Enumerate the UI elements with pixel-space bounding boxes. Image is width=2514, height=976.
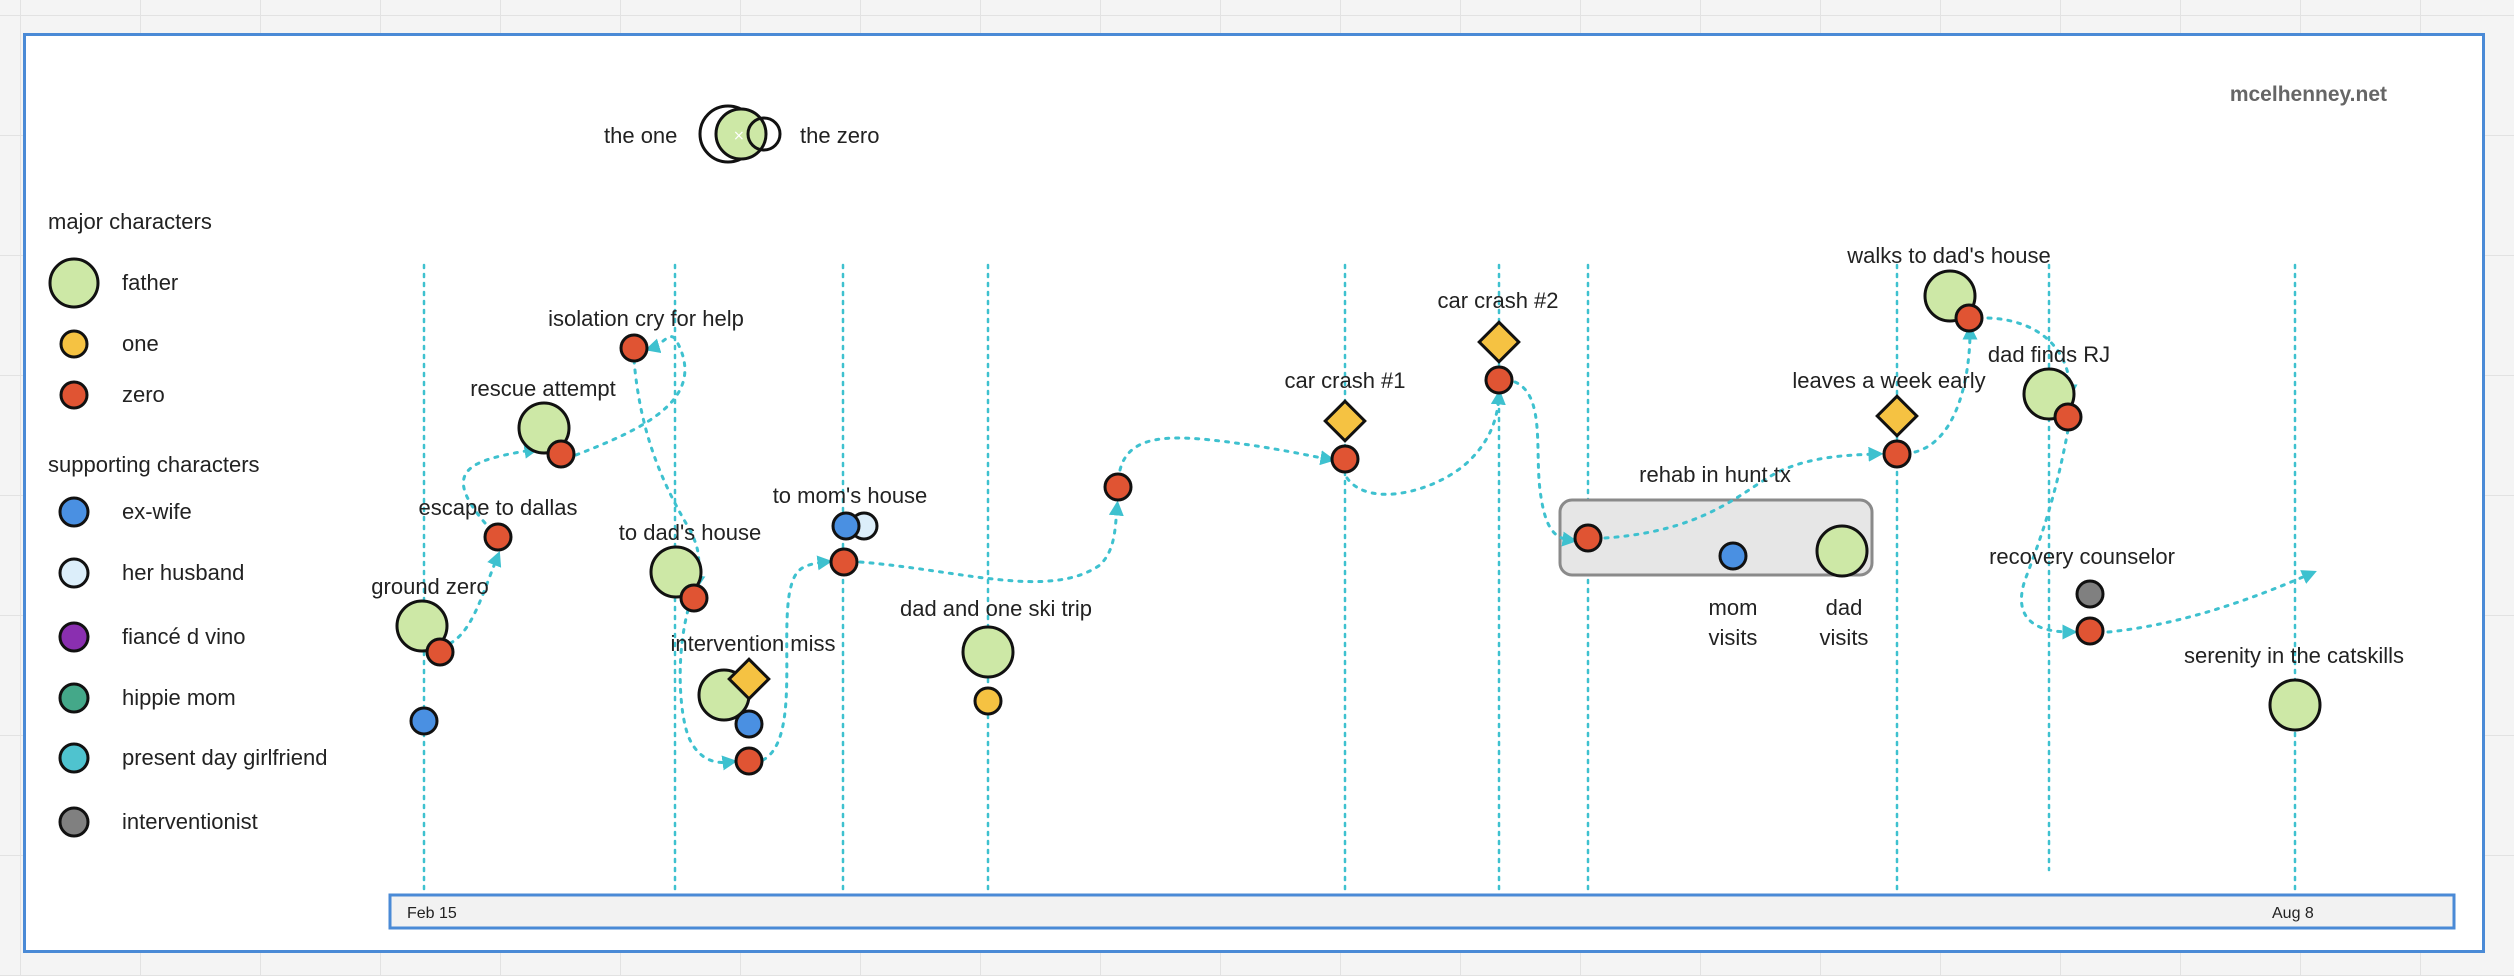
- legend-father-label: father: [122, 270, 178, 295]
- father-marker[interactable]: [961, 625, 1015, 679]
- legend-zero-label: zero: [122, 382, 165, 407]
- interventionist-marker[interactable]: [2075, 579, 2105, 609]
- venn-graphic: ×: [698, 104, 782, 164]
- event-labels: ground zero escape to dallas rescue atte…: [371, 243, 2404, 668]
- zero-marker[interactable]: [546, 439, 576, 469]
- zero-marker[interactable]: [619, 333, 649, 363]
- legend-one-label: one: [122, 331, 159, 356]
- event-recovery-counselor: recovery counselor: [1989, 544, 2175, 569]
- ex-wife-marker[interactable]: [1718, 541, 1748, 571]
- flow-ground-to-dallas: [439, 551, 502, 649]
- legend-her-husband-label: her husband: [122, 560, 244, 585]
- zero-marker[interactable]: [1954, 303, 1984, 333]
- one-marker[interactable]: [973, 686, 1003, 716]
- zero-marker[interactable]: [829, 547, 859, 577]
- event-rehab: rehab in hunt tx: [1639, 462, 1791, 487]
- zero-marker[interactable]: [1484, 365, 1514, 395]
- father-marker[interactable]: [395, 599, 449, 653]
- ex-wife-marker[interactable]: [409, 706, 439, 736]
- event-serenity: serenity in the catskills: [2184, 643, 2404, 668]
- event-intervention-miss: intervention miss: [670, 631, 835, 656]
- event-isolation: isolation cry for help: [548, 306, 744, 331]
- legend-girlfriend-icon: [58, 742, 90, 774]
- event-to-dads-house: to dad's house: [619, 520, 761, 545]
- flow-crash2-to-rehab: [1513, 380, 1578, 547]
- one-marker[interactable]: [727, 657, 771, 701]
- flow-to-crash1: [1118, 436, 1336, 472]
- legend-zero-icon: [59, 380, 89, 410]
- flow-finds-to-counselor: [2020, 428, 2078, 640]
- legend-major-title: major characters: [48, 209, 212, 234]
- venn-center-mark: ×: [733, 128, 745, 144]
- father-marker[interactable]: [649, 545, 703, 599]
- event-ski-trip: dad and one ski trip: [900, 596, 1092, 621]
- flow-leaves-to-walks: [1913, 324, 1978, 454]
- zero-marker[interactable]: [734, 746, 764, 776]
- timeline-end-label: Aug 8: [2272, 905, 2314, 922]
- zero-marker[interactable]: [679, 583, 709, 613]
- event-ground-zero: ground zero: [371, 574, 488, 599]
- flow-rescue-to-isolation: [574, 335, 687, 457]
- legend-her-husband-icon: [58, 557, 90, 589]
- event-dad-visits-line1: dad: [1826, 595, 1863, 620]
- legend-hippie-mom-icon: [58, 682, 90, 714]
- whiteboard-frame: [23, 33, 2485, 953]
- zero-marker[interactable]: [1330, 444, 1360, 474]
- zero-marker[interactable]: [425, 637, 455, 667]
- zero-marker[interactable]: [1573, 523, 1603, 553]
- event-car-crash-1: car crash #1: [1284, 368, 1405, 393]
- timeline-start-label: Feb 15: [407, 905, 457, 922]
- event-escape-to-dallas: escape to dallas: [419, 495, 578, 520]
- event-to-moms-house: to mom's house: [773, 483, 928, 508]
- legend-supporting-title: supporting characters: [48, 452, 260, 477]
- event-mom-visits-line2: visits: [1709, 625, 1758, 650]
- father-marker[interactable]: [1815, 524, 1869, 578]
- zero-marker[interactable]: [1882, 439, 1912, 469]
- legend-ex-wife-icon: [58, 496, 90, 528]
- event-leaves-early: leaves a week early: [1792, 368, 1985, 393]
- brand-label: mcelhenney.net: [2230, 83, 2387, 106]
- time-guides: [422, 263, 2297, 892]
- zero-marker[interactable]: [2053, 402, 2083, 432]
- legend: major characters father one zero support…: [48, 209, 327, 838]
- event-dad-visits-line2: visits: [1820, 625, 1869, 650]
- legend-interventionist-icon: [58, 806, 90, 838]
- venn-circle-right: [746, 116, 782, 152]
- legend-hippie-mom-label: hippie mom: [122, 685, 236, 710]
- legend-girlfriend-label: present day girlfriend: [122, 745, 327, 770]
- flow-dallas-to-rescue: [462, 443, 540, 525]
- event-walks-to-dads: walks to dad's house: [1846, 243, 2051, 268]
- flow-intervention-to-moms: [761, 555, 833, 762]
- legend-father-icon: [48, 257, 100, 309]
- event-car-crash-2: car crash #2: [1437, 288, 1558, 313]
- one-marker[interactable]: [1875, 394, 1919, 438]
- one-marker[interactable]: [1323, 399, 1367, 443]
- event-markers: [395, 269, 2322, 776]
- legend-fiance-label: fiancé d vino: [122, 624, 246, 649]
- event-mom-visits-line1: mom: [1709, 595, 1758, 620]
- venn-right-label: the zero: [800, 123, 880, 148]
- venn-left-label: the one: [604, 123, 677, 148]
- zero-marker[interactable]: [2075, 616, 2105, 646]
- event-dad-finds-rj: dad finds RJ: [1988, 342, 2110, 367]
- legend-one-icon: [59, 329, 89, 359]
- event-rescue-attempt: rescue attempt: [470, 376, 616, 401]
- father-marker[interactable]: [2268, 678, 2322, 732]
- ex-wife-marker[interactable]: [831, 511, 861, 541]
- flow-counselor-to-serenity: [2106, 570, 2317, 634]
- legend-fiance-icon: [58, 621, 90, 653]
- zero-marker[interactable]: [1103, 472, 1133, 502]
- flow-crash1-to-crash2: [1345, 389, 1506, 496]
- one-marker[interactable]: [1477, 320, 1521, 364]
- timeline-bar[interactable]: [388, 893, 2456, 930]
- zero-marker[interactable]: [483, 522, 513, 552]
- flow-dads-to-intervention: [678, 608, 738, 771]
- legend-interventionist-label: interventionist: [122, 809, 258, 834]
- legend-ex-wife-label: ex-wife: [122, 499, 192, 524]
- flow-rehab-to-leaves: [1603, 446, 1884, 540]
- ex-wife-marker[interactable]: [734, 709, 764, 739]
